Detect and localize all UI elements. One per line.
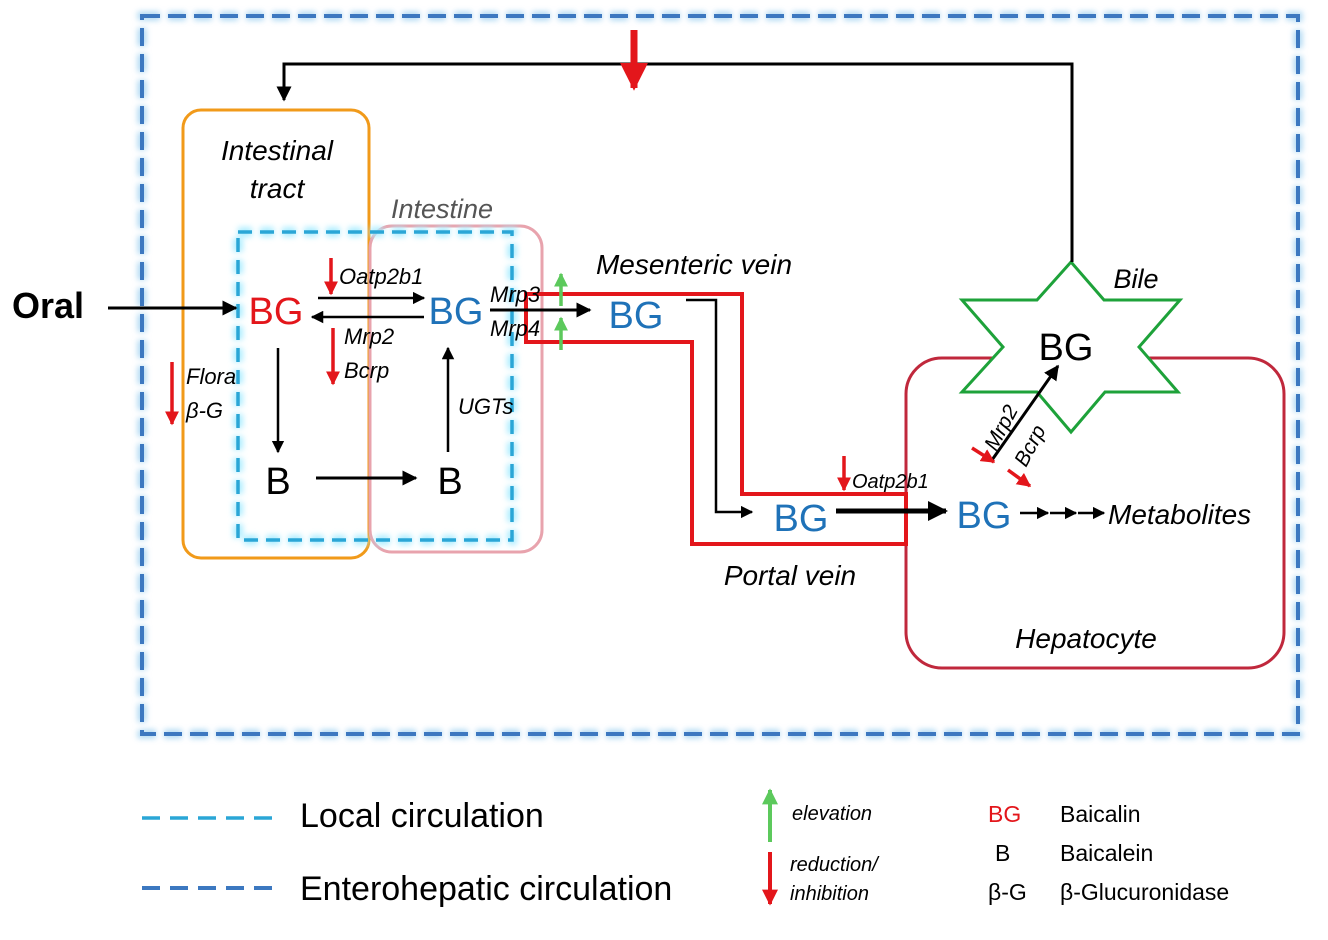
legend-abbr-beta-g: β-G: [988, 879, 1027, 905]
legend-abbr-bg: BG: [988, 801, 1021, 827]
bcrp-intestine-label: Bcrp: [344, 358, 389, 383]
intestinal-tract-label-1: Intestinal: [221, 135, 334, 166]
baicalin-mesenteric-node: BG: [609, 295, 664, 337]
mrp2-liver-reduction-arrow: [971, 446, 996, 464]
baicalin-bile-node: BG: [1039, 327, 1094, 369]
baicalin-portal-node: BG: [774, 498, 829, 540]
mesenteric-to-portal-arrow: [686, 298, 754, 519]
enterohepatic-circulation-box: [137, 11, 1303, 739]
biliary-efflux-arrow: [990, 364, 1060, 461]
intestine-box: [368, 224, 544, 554]
intestinal-tract-label-2: tract: [250, 173, 306, 204]
mesenteric-vein-channel: [524, 292, 908, 546]
legend-enterohepatic-circulation-label: Enterohepatic circulation: [300, 870, 672, 908]
biliary-excretion-line: [276, 62, 1074, 262]
metabolites-label: Metabolites: [1108, 499, 1251, 530]
portal-vein-label: Portal vein: [724, 560, 856, 591]
intestine-label: Intestine: [391, 194, 493, 224]
legend-abbr-b: B: [995, 840, 1010, 866]
mrp4-label: Mrp4: [490, 316, 540, 341]
baicalein-lumen-node: B: [265, 461, 290, 503]
legend-abbr-beta-g-name: β-Glucuronidase: [1060, 879, 1229, 905]
baicalin-lumen-node: BG: [249, 291, 304, 333]
mrp2-intestine-label: Mrp2: [344, 324, 394, 349]
hepatocyte-label: Hepatocyte: [1015, 623, 1157, 654]
legend-local-circulation-label: Local circulation: [300, 797, 544, 835]
mrp3-label: Mrp3: [490, 282, 541, 307]
legend-abbr-b-name: Baicalein: [1060, 840, 1153, 866]
legend-reduction-label-1: reduction/: [790, 854, 880, 876]
bcrp-liver-reduction-arrow: [1006, 468, 1032, 488]
ugts-label: UGTs: [458, 394, 513, 419]
beta-g-label: β-G: [185, 398, 223, 423]
legend-abbr-bg-name: Baicalin: [1060, 801, 1141, 827]
legend-elevation-label: elevation: [792, 803, 872, 825]
oral-label: Oral: [12, 285, 84, 326]
baicalin-enterocyte-node: BG: [429, 291, 484, 333]
local-circulation-box: [233, 227, 517, 545]
bile-label: Bile: [1113, 264, 1158, 294]
legend-reduction-label-2: inhibition: [790, 883, 869, 905]
oatp2b1-intestine-label: Oatp2b1: [339, 264, 423, 289]
baicalin-hepatocyte-node: BG: [957, 495, 1012, 537]
bile-star: [958, 259, 1184, 435]
baicalein-enterocyte-node: B: [437, 461, 462, 503]
flora-label: Flora: [186, 364, 236, 389]
oatp2b1-liver-label: Oatp2b1: [852, 471, 929, 493]
legend: Local circulation Enterohepatic circulat…: [142, 788, 1229, 908]
mesenteric-vein-label: Mesenteric vein: [596, 249, 792, 280]
